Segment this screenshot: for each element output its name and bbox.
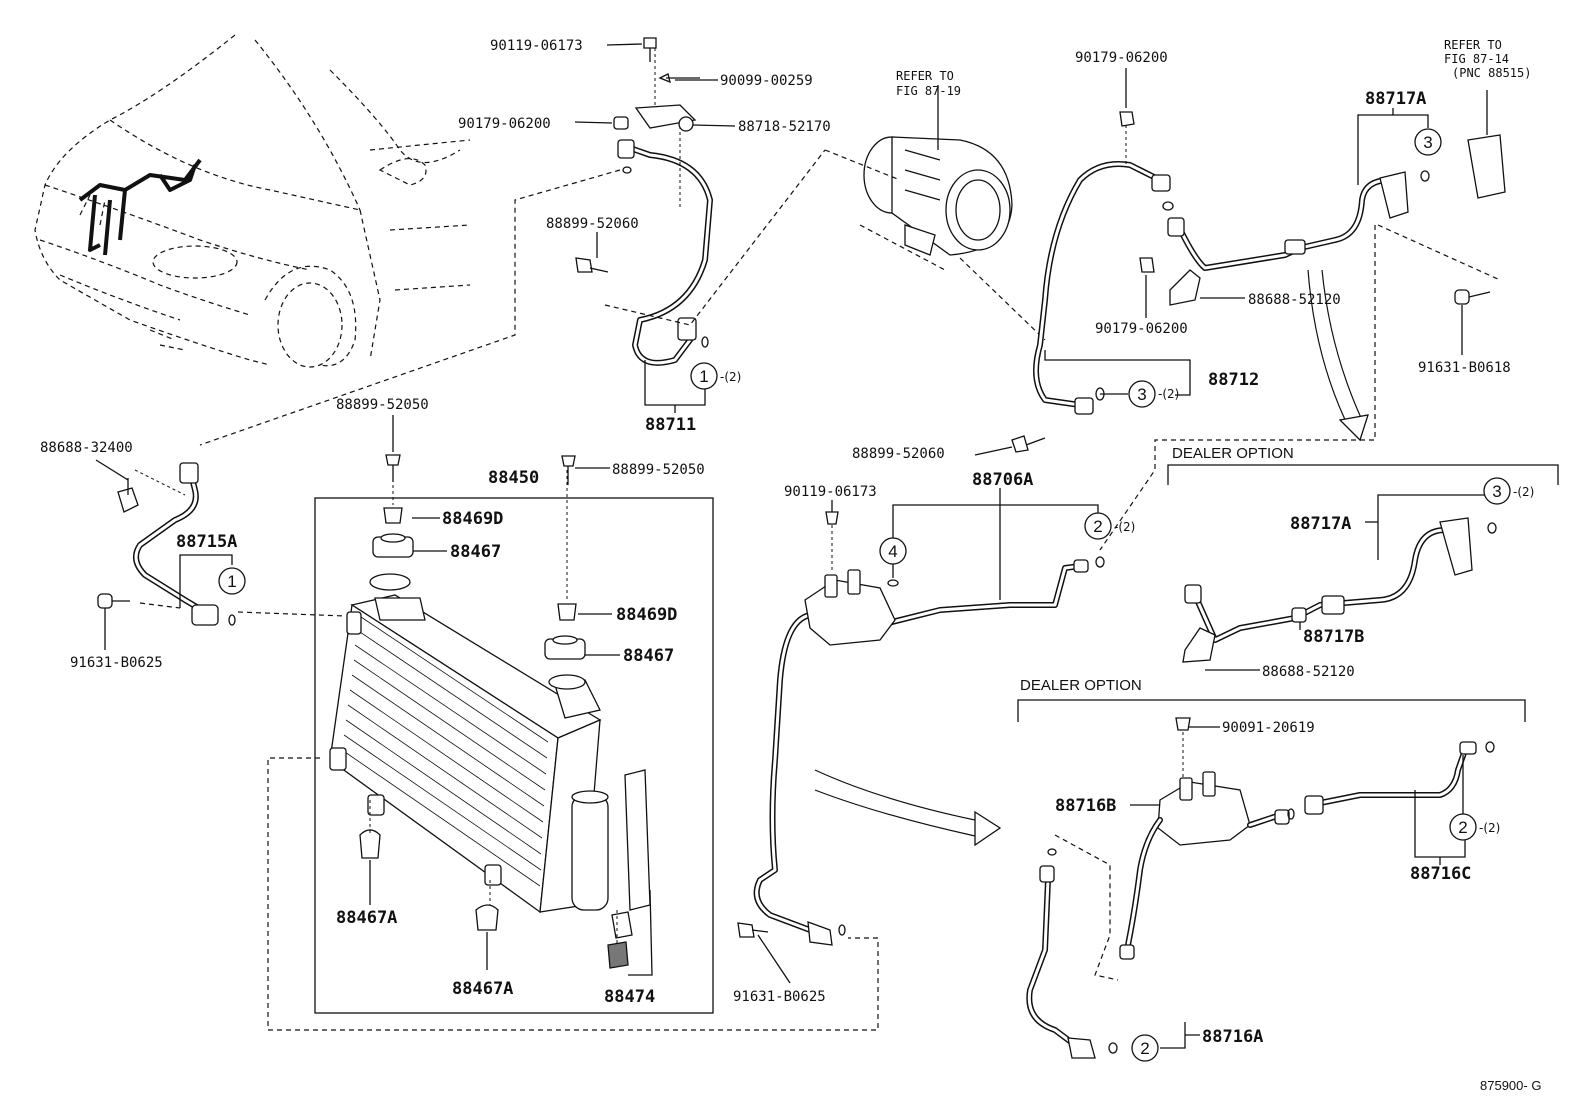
dealer-option-2 bbox=[1017, 699, 1526, 1059]
label-88706A: 88706A bbox=[972, 470, 1033, 490]
label-90179-06200-mid: 90179-06200 bbox=[1095, 321, 1188, 337]
label-90119-06173-mid: 90119-06173 bbox=[784, 484, 877, 500]
label-88467-a: 88467 bbox=[450, 542, 501, 562]
label-88688-32400: 88688-32400 bbox=[40, 440, 133, 456]
callout-1-a: 1 bbox=[699, 367, 708, 386]
label-88718-52170: 88718-52170 bbox=[738, 119, 831, 135]
label-88715A: 88715A bbox=[176, 532, 237, 552]
label-88717A-top: 88717A bbox=[1365, 89, 1426, 109]
label-88717B: 88717B bbox=[1303, 627, 1364, 647]
leader-lines bbox=[95, 43, 1495, 1049]
label-88450: 88450 bbox=[488, 468, 539, 488]
figure-code: 875900- G bbox=[1480, 1078, 1541, 1093]
callout-2-b-qty: -(2) bbox=[1479, 821, 1500, 835]
label-88469D-a: 88469D bbox=[442, 509, 503, 529]
label-88717A-mid: 88717A bbox=[1290, 514, 1351, 534]
label-90099-00259: 90099-00259 bbox=[720, 73, 813, 89]
part-labels: 90119-06173 90099-00259 90179-06200 8871… bbox=[40, 38, 1541, 1093]
vehicle-illustration bbox=[34, 34, 471, 368]
label-91631-B0618: 91631-B0618 bbox=[1418, 360, 1511, 376]
label-88467A-a: 88467A bbox=[336, 908, 397, 928]
callout-2-b: 2 bbox=[1458, 818, 1467, 837]
dealer-option-heading-2: DEALER OPTION bbox=[1020, 677, 1142, 694]
label-90179-06200-left: 90179-06200 bbox=[458, 116, 551, 132]
dealer-option-heading-1: DEALER OPTION bbox=[1172, 445, 1294, 462]
label-88716C: 88716C bbox=[1410, 864, 1471, 884]
refer-fig-87-14-line3: (PNC 88515) bbox=[1452, 66, 1531, 80]
label-90119-06173-top: 90119-06173 bbox=[490, 38, 583, 54]
label-88467-b: 88467 bbox=[623, 646, 674, 666]
label-88899-52050-b: 88899-52050 bbox=[612, 462, 705, 478]
pipe-88717A-top bbox=[1099, 90, 1506, 551]
callout-1-b: 1 bbox=[227, 572, 236, 591]
callout-3-a: 3 bbox=[1137, 385, 1146, 404]
label-88474: 88474 bbox=[604, 987, 655, 1007]
hose-88712 bbox=[1011, 111, 1174, 453]
label-88688-52120-top: 88688-52120 bbox=[1248, 292, 1341, 308]
callout-3-a-qty: -(2) bbox=[1158, 387, 1179, 401]
refer-fig-87-19-line2: FIG 87-19 bbox=[896, 84, 961, 98]
pipe-88706A bbox=[737, 511, 1105, 946]
label-91631-B0625-mid: 91631-B0625 bbox=[733, 989, 826, 1005]
condenser-bolts bbox=[385, 454, 576, 485]
label-88467A-b: 88467A bbox=[452, 979, 513, 999]
callout-3-b: 3 bbox=[1423, 133, 1432, 152]
callout-3-c-qty: -(2) bbox=[1513, 485, 1534, 499]
callout-1-a-qty: -(2) bbox=[720, 370, 741, 384]
compressor-ref bbox=[824, 85, 1046, 341]
callout-2-c: 2 bbox=[1140, 1039, 1149, 1058]
label-88899-52060-mid: 88899-52060 bbox=[852, 446, 945, 462]
refer-fig-87-14-line2: FIG 87-14 bbox=[1444, 52, 1509, 66]
pipe-88715A bbox=[97, 462, 346, 626]
callout-4-a: 4 bbox=[888, 542, 897, 561]
label-88712: 88712 bbox=[1208, 370, 1259, 390]
callout-2-a-qty: -(2) bbox=[1114, 520, 1135, 534]
hose-88711 bbox=[575, 37, 826, 366]
label-88688-52120-mid: 88688-52120 bbox=[1262, 664, 1355, 680]
label-90091-20619: 90091-20619 bbox=[1222, 720, 1315, 736]
label-91631-B0625-left: 91631-B0625 bbox=[70, 655, 163, 671]
label-88711: 88711 bbox=[645, 415, 696, 435]
callouts: 1 -(2) 1 3 -(2) 3 3 -(2) 2 -(2) 4 2 -(2)… bbox=[218, 128, 1534, 1062]
callout-3-c: 3 bbox=[1492, 482, 1501, 501]
condenser-88450 bbox=[314, 455, 714, 1014]
label-90179-06200-top: 90179-06200 bbox=[1075, 50, 1168, 66]
callout-2-a: 2 bbox=[1093, 517, 1102, 536]
dealer-option-1 bbox=[1167, 464, 1559, 663]
refer-fig-87-19-line1: REFER TO bbox=[896, 69, 954, 83]
label-88899-52060-top: 88899-52060 bbox=[546, 216, 639, 232]
refer-fig-87-14-line1: REFER TO bbox=[1444, 38, 1502, 52]
label-88716B: 88716B bbox=[1055, 796, 1116, 816]
label-88899-52050-a: 88899-52050 bbox=[336, 397, 429, 413]
label-88469D-b: 88469D bbox=[616, 605, 677, 625]
label-88716A: 88716A bbox=[1202, 1027, 1263, 1047]
